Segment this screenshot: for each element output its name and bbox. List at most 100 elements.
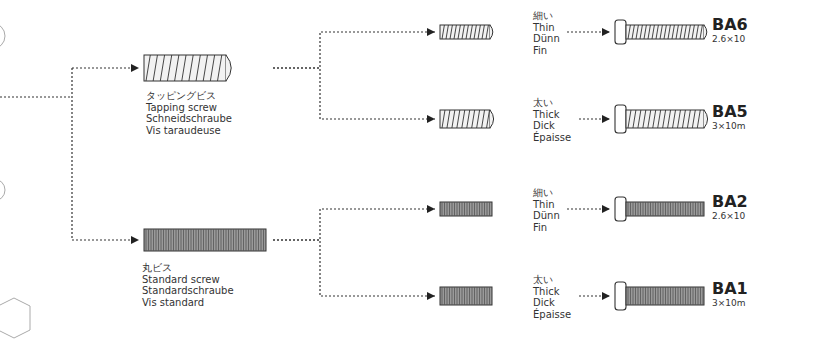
- arrow-head: [427, 115, 435, 123]
- thin-tapping-screw: 細いThinDünnFin: [437, 8, 564, 58]
- screw-tip: [226, 55, 231, 81]
- screw-size: 3×10m: [712, 121, 748, 131]
- screw-tip: [704, 110, 708, 128]
- screw-tip: [490, 110, 494, 128]
- screw-thread: [442, 202, 490, 216]
- screw-label: Dick: [533, 120, 571, 132]
- screw-body: [144, 229, 266, 251]
- screw-label: Épaisse: [533, 309, 571, 321]
- screw-body: [440, 287, 492, 305]
- screw-thread: [442, 25, 488, 39]
- screw-illustration: [612, 189, 728, 233]
- connector-line: [273, 68, 435, 119]
- standard-screw-group: 丸ビスStandard screwStandardschraubeVis sta…: [140, 220, 270, 310]
- screw-thread: [628, 202, 703, 216]
- screw-label: Thick: [533, 109, 571, 121]
- screw-label: Standardschraube: [142, 285, 234, 297]
- screw-tip: [490, 25, 493, 39]
- ba2-screw: BA22.6×10: [612, 189, 752, 233]
- screw-body: [144, 55, 226, 81]
- arrow-head: [427, 205, 435, 213]
- screw-label: Dünn: [533, 33, 560, 45]
- screw-label: 丸ビス: [142, 262, 234, 274]
- label-stack: 太いThickDickÉpaisse: [533, 97, 571, 143]
- part-code: BA5: [712, 103, 748, 121]
- screw-label: Dünn: [533, 210, 560, 222]
- thick-tapping-screw: 太いThickDickÉpaisse: [437, 95, 576, 145]
- arrow-head: [131, 236, 139, 244]
- label-stack: 太いThickDickÉpaisse: [533, 274, 571, 320]
- screw-head: [615, 20, 626, 44]
- connector-line: [273, 240, 435, 296]
- screw-body: [626, 287, 704, 305]
- label-stack: BA53×10m: [712, 103, 748, 131]
- thick-standard-screw: 太いThickDickÉpaisse: [437, 272, 576, 322]
- dotted-connector: [273, 240, 435, 300]
- screw-label: Thin: [533, 22, 560, 34]
- screw-illustration: [612, 276, 728, 320]
- screw-tip: [704, 25, 707, 39]
- ba6-screw: BA62.6×10: [612, 12, 752, 56]
- thin-standard-screw: 細いThinDünnFin: [437, 185, 564, 235]
- screw-illustration: [437, 185, 517, 233]
- screw-illustration: [437, 8, 517, 56]
- screw-body: [626, 202, 704, 216]
- screw-body: [440, 110, 490, 128]
- screw-label: Vis standard: [142, 297, 234, 309]
- arrow-head: [427, 292, 435, 300]
- feed-dotted-line: [0, 68, 132, 240]
- screw-illustration: [437, 272, 517, 320]
- screw-label: Dick: [533, 297, 571, 309]
- label-stack: 丸ビスStandard screwStandardschraubeVis sta…: [142, 262, 234, 308]
- screw-label: Thick: [533, 286, 571, 298]
- screw-label: Vis taraudeuse: [146, 125, 232, 137]
- screw-thread: [146, 55, 222, 81]
- screw-thread: [628, 287, 703, 305]
- screw-label: 太い: [533, 274, 571, 286]
- screw-body: [440, 25, 490, 39]
- screw-thread: [146, 229, 264, 251]
- screw-thread: [442, 110, 490, 128]
- screw-body: [440, 202, 492, 216]
- connector-line: [273, 32, 435, 68]
- screw-illustration: [140, 220, 290, 260]
- ba1-screw: BA13×10m: [612, 276, 752, 320]
- part-code: BA1: [712, 280, 748, 298]
- screw-size: 2.6×10: [712, 211, 748, 221]
- screw-label: 細い: [533, 10, 560, 22]
- dotted-connector: [273, 28, 435, 68]
- dotted-connector: [567, 205, 610, 213]
- screw-size: 3×10m: [712, 298, 748, 308]
- dotted-connector: [273, 205, 435, 240]
- screw-body: [626, 110, 704, 128]
- screw-label: タッピングビス: [146, 90, 232, 102]
- arrow-head: [602, 205, 610, 213]
- screw-head: [615, 282, 626, 310]
- screw-label: 太い: [533, 97, 571, 109]
- partial-part-outline: [0, 179, 5, 201]
- screw-thread: [628, 25, 702, 39]
- screw-label: Fin: [533, 222, 560, 234]
- screw-label: Fin: [533, 45, 560, 57]
- label-stack: BA62.6×10: [712, 16, 748, 44]
- screw-head: [615, 105, 626, 133]
- arrow-head: [427, 28, 435, 36]
- screw-label: Schneidschraube: [146, 113, 232, 125]
- label-stack: BA22.6×10: [712, 193, 748, 221]
- part-code: BA2: [712, 193, 748, 211]
- screw-size: 2.6×10: [712, 34, 748, 44]
- arrow-head: [131, 64, 139, 72]
- screw-label: Thin: [533, 199, 560, 211]
- tapping-screw-group: タッピングビスTapping screwSchneidschraubeVis t…: [140, 48, 270, 138]
- screw-thread: [442, 287, 490, 305]
- connector-line: [273, 209, 435, 240]
- screw-thread: [628, 110, 700, 128]
- screw-body: [626, 25, 704, 39]
- screw-label: Tapping screw: [146, 102, 232, 114]
- label-stack: タッピングビスTapping screwSchneidschraubeVis t…: [146, 90, 232, 136]
- label-stack: BA13×10m: [712, 280, 748, 308]
- screw-label: Standard screw: [142, 274, 234, 286]
- label-stack: 細いThinDünnFin: [533, 187, 560, 233]
- screw-label: Épaisse: [533, 132, 571, 144]
